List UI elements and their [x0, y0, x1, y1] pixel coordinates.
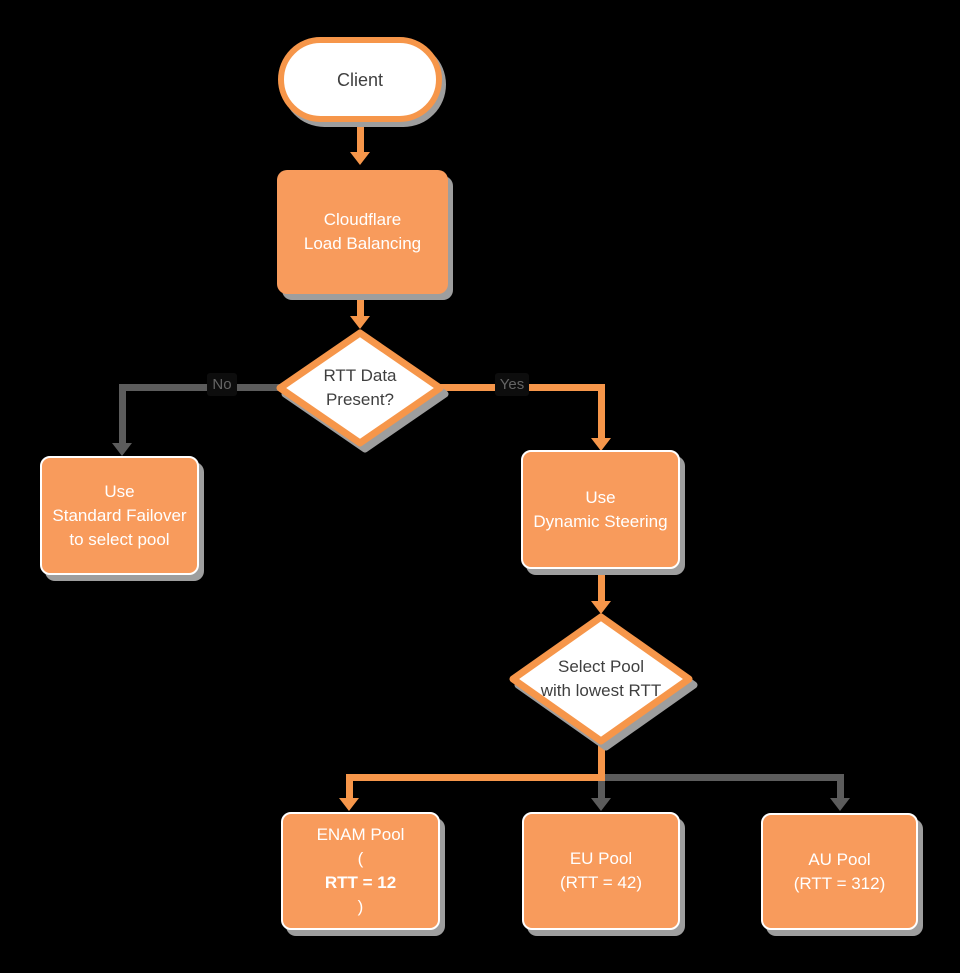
connector-yes-vertical	[598, 384, 605, 438]
client-node: Client	[278, 37, 442, 122]
pool-decision-label: Select Pool with lowest RTT	[540, 657, 662, 700]
load-balancing-node: Cloudflare Load Balancing	[277, 170, 448, 294]
enam-pool-node: ENAM Pool (RTT = 12)	[281, 812, 440, 930]
connector-enam-vertical	[346, 774, 353, 798]
edge-label-no: No	[198, 373, 246, 396]
load-balancing-label-line2: Load Balancing	[303, 234, 422, 253]
arrowhead-down-icon	[591, 798, 611, 811]
arrowhead-down-icon	[591, 601, 611, 614]
standard-failover-node: Use Standard Failover to select pool	[40, 456, 199, 575]
arrowhead-down-icon	[591, 438, 611, 451]
eu-pool-node: EU Pool (RTT = 42)	[522, 812, 680, 930]
enam-rtt-line: (RTT = 12)	[324, 849, 397, 916]
arrowhead-down-icon	[350, 316, 370, 329]
connector-pools-horizontal-gray	[601, 774, 844, 781]
arrowhead-down-icon	[339, 798, 359, 811]
arrowhead-down-icon	[350, 152, 370, 165]
connector-no-vertical	[119, 384, 126, 443]
rtt-decision-diamond-shape	[276, 329, 449, 453]
connector-eu-vertical	[598, 781, 605, 798]
client-label: Client	[336, 69, 384, 90]
load-balancing-label-line1: Cloudflare	[323, 210, 402, 229]
arrowhead-down-icon	[112, 443, 132, 456]
connector-au-vertical	[837, 774, 844, 798]
connector-enam-horizontal	[346, 774, 605, 781]
arrowhead-down-icon	[830, 798, 850, 811]
connector-steering-to-pool-decision	[598, 568, 605, 601]
connector-no-horizontal	[119, 384, 281, 391]
connector-lb-to-decision	[357, 294, 364, 316]
rtt-decision-label: RTT Data Present?	[323, 366, 397, 409]
au-pool-node: AU Pool (RTT = 312)	[761, 813, 918, 930]
connector-pool-decision-down	[598, 739, 605, 781]
connector-client-to-lb	[357, 118, 364, 152]
enam-rtt-value: RTT = 12	[324, 873, 397, 892]
edge-label-yes: Yes	[488, 373, 536, 396]
pool-decision-diamond-shape	[509, 613, 698, 751]
dynamic-steering-node: Use Dynamic Steering	[521, 450, 680, 569]
